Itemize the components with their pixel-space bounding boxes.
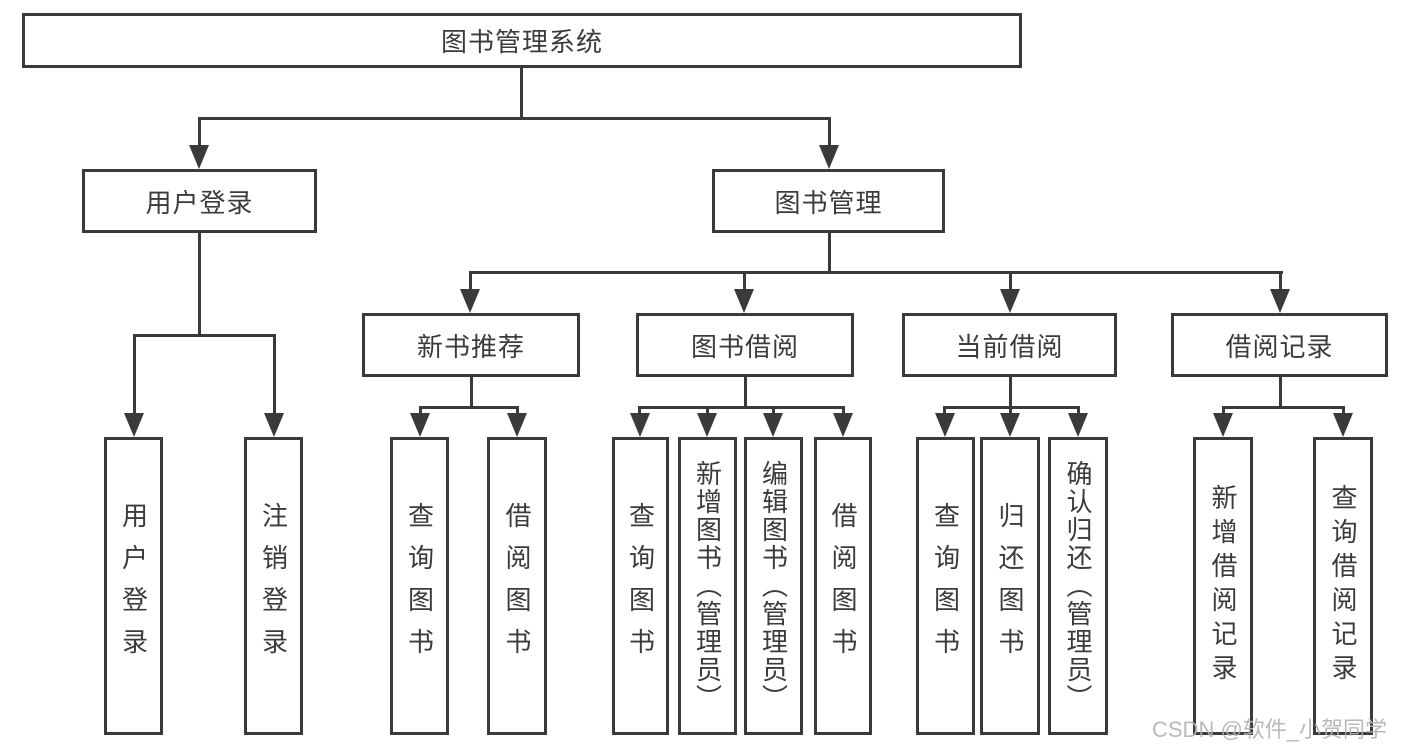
connector-book-borrow-rail	[638, 406, 845, 409]
connector-drop-current-borrow	[1009, 271, 1012, 292]
connector-drop	[1009, 406, 1012, 417]
connector-user-login-stem	[198, 233, 201, 336]
arrowhead-icon	[410, 413, 430, 437]
connector-drop	[516, 406, 519, 417]
connector-drop-user-login	[198, 117, 201, 147]
connector-new-book-stem	[470, 377, 473, 408]
connector-drop-new-book	[469, 271, 472, 292]
arrowhead-icon	[1000, 289, 1020, 313]
connector-drop	[943, 406, 946, 417]
arrowhead-icon	[833, 413, 853, 437]
connector-level1-rail	[198, 117, 831, 120]
node-root: 图书管理系统	[22, 13, 1022, 68]
leaf-query-borrow-record-label: 查询借阅记录	[1328, 484, 1358, 688]
connector-drop-leaf-logout	[273, 334, 276, 416]
connector-book-borrow-stem	[744, 377, 747, 408]
connector-drop	[1342, 406, 1345, 417]
node-book-management: 图书管理	[712, 169, 945, 233]
node-borrow-records-label: 借阅记录	[1225, 331, 1334, 362]
leaf-edit-books-admin-label: 编辑图书（管理员）	[758, 460, 789, 712]
leaf-borrow-books-recommend-label: 借阅图书	[502, 502, 532, 670]
leaf-confirm-return-admin: 确认归还（管理员）	[1048, 437, 1108, 735]
leaf-query-books-borrow-label: 查询图书	[625, 502, 656, 670]
leaf-confirm-return-admin-label: 确认归还（管理员）	[1063, 460, 1093, 712]
connector-drop-book-management	[828, 117, 831, 147]
node-current-borrow: 当前借阅	[902, 313, 1117, 377]
connector-drop	[638, 406, 641, 417]
node-book-borrow-label: 图书借阅	[690, 331, 799, 362]
connector-user-login-rail	[133, 334, 276, 337]
node-new-book-recommend: 新书推荐	[362, 313, 580, 377]
leaf-query-books-borrow: 查询图书	[612, 437, 669, 735]
watermark: CSDN @软件_小贺同学	[1152, 717, 1388, 742]
arrowhead-icon	[734, 289, 754, 313]
arrowhead-icon	[630, 413, 650, 437]
arrowhead-icon	[819, 145, 839, 169]
arrowhead-icon	[697, 413, 717, 437]
leaf-return-books-label: 归还图书	[995, 502, 1025, 670]
arrowhead-icon	[124, 413, 144, 437]
node-new-book-recommend-label: 新书推荐	[416, 331, 525, 362]
leaf-user-login: 用户登录	[104, 437, 163, 735]
leaf-add-books-admin: 新增图书（管理员）	[678, 437, 737, 735]
leaf-add-borrow-record-label: 新增借阅记录	[1208, 484, 1238, 688]
arrowhead-icon	[1213, 413, 1233, 437]
node-user-login: 用户登录	[82, 169, 317, 233]
leaf-add-borrow-record: 新增借阅记录	[1193, 437, 1253, 735]
node-current-borrow-label: 当前借阅	[955, 331, 1064, 362]
leaf-query-books-current-label: 查询图书	[930, 502, 961, 670]
connector-drop	[419, 406, 422, 417]
connector-drop	[1222, 406, 1225, 417]
leaf-borrow-books-recommend: 借阅图书	[487, 437, 547, 735]
arrowhead-icon	[1000, 413, 1020, 437]
leaf-logout-login: 注销登录	[244, 437, 303, 735]
leaf-return-books: 归还图书	[980, 437, 1040, 735]
leaf-add-books-admin-label: 新增图书（管理员）	[692, 460, 723, 712]
arrowhead-icon	[1270, 289, 1290, 313]
arrowhead-icon	[264, 413, 284, 437]
arrowhead-icon	[935, 413, 955, 437]
node-root-label: 图书管理系统	[440, 27, 603, 57]
node-book-management-label: 图书管理	[774, 187, 883, 218]
connector-drop-borrow-records	[1279, 271, 1282, 292]
node-book-borrow: 图书借阅	[636, 313, 854, 377]
connector-borrow-records-rail	[1222, 406, 1345, 409]
connector-new-book-rail	[419, 406, 519, 409]
leaf-logout-login-label: 注销登录	[258, 502, 289, 670]
arrowhead-icon	[763, 413, 783, 437]
connector-drop-book-borrow	[743, 271, 746, 292]
connector-current-borrow-stem	[1009, 377, 1012, 408]
leaf-query-books-recommend-label: 查询图书	[404, 502, 435, 670]
connector-drop	[842, 406, 845, 417]
leaf-user-login-label: 用户登录	[118, 502, 149, 670]
connector-drop	[772, 406, 775, 417]
connector-drop	[1077, 406, 1080, 417]
arrowhead-icon	[1068, 413, 1088, 437]
connector-borrow-records-stem	[1279, 377, 1282, 408]
node-user-login-label: 用户登录	[145, 187, 254, 218]
leaf-borrow-books-label: 借阅图书	[828, 502, 858, 670]
connector-book-management-stem	[828, 233, 831, 273]
leaf-edit-books-admin: 编辑图书（管理员）	[744, 437, 803, 735]
leaf-borrow-books: 借阅图书	[814, 437, 872, 735]
arrowhead-icon	[1333, 413, 1353, 437]
node-borrow-records: 借阅记录	[1171, 313, 1388, 377]
leaf-query-borrow-record: 查询借阅记录	[1313, 437, 1373, 735]
leaf-query-books-current: 查询图书	[916, 437, 975, 735]
connector-drop-leaf-user-login	[133, 334, 136, 416]
connector-level2-rail	[469, 271, 1283, 274]
connector-drop	[706, 406, 709, 417]
arrowhead-icon	[460, 289, 480, 313]
connector-root-stem	[520, 68, 523, 118]
leaf-query-books-recommend: 查询图书	[390, 437, 449, 735]
arrowhead-icon	[507, 413, 527, 437]
arrowhead-icon	[189, 145, 209, 169]
